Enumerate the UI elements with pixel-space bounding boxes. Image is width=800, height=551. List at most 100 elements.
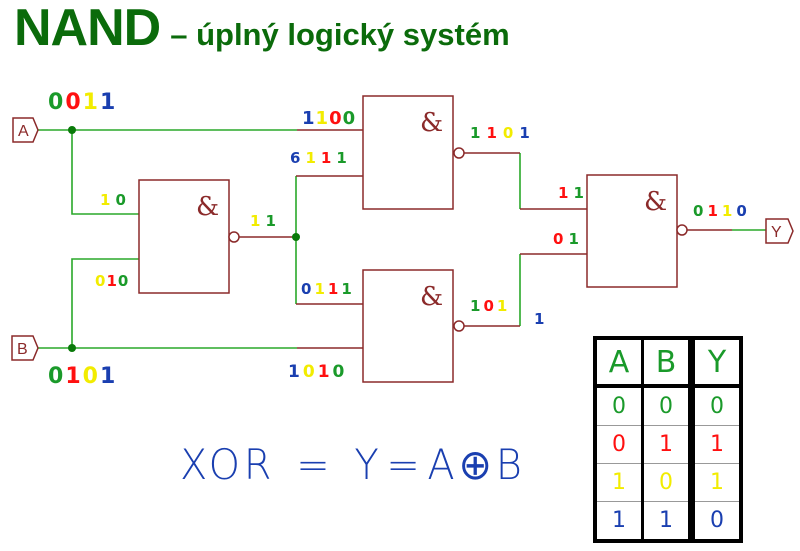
value-digit: 0 <box>117 272 130 290</box>
value-label-g2-in1: 1100 <box>302 110 356 128</box>
value-label-g3-in2: 1010 <box>288 364 347 381</box>
value-label-a: 0011 <box>48 92 117 114</box>
value-digit: 0 <box>82 364 100 389</box>
truth-table-cell: 1 <box>691 425 742 464</box>
value-digit: 1 <box>305 149 321 167</box>
inversion-bubble <box>676 224 688 236</box>
truth-table-cell: 1 <box>641 425 695 464</box>
value-digit: 1 <box>336 149 352 167</box>
value-digit: 1 <box>250 212 266 230</box>
value-digit: 1 <box>558 184 574 202</box>
nand-gate-4: & <box>586 174 688 288</box>
value-digit: 1 <box>317 362 333 382</box>
value-label-g3-out-extra: 1 <box>534 312 549 327</box>
truth-table-cell: 0 <box>593 385 644 426</box>
value-digit: 1 <box>315 108 330 129</box>
inversion-bubble <box>453 147 465 159</box>
value-digit: 1 <box>106 272 118 290</box>
value-label-b: 0101 <box>48 366 117 388</box>
xor-formula: XOR=Y=A⊕B <box>180 440 547 489</box>
output-tag-y: Y <box>765 218 794 244</box>
value-label-g1-out: 11 <box>250 214 281 229</box>
inversion-bubble <box>228 231 240 243</box>
title-main: NAND <box>14 0 161 57</box>
green-wires <box>38 129 766 349</box>
value-digit: 0 <box>329 108 343 129</box>
value-label-g2-out: 1101 <box>470 126 536 141</box>
value-digit: 0 <box>65 90 83 115</box>
value-digit: 1 <box>470 124 487 142</box>
value-digit: 1 <box>470 297 484 315</box>
formula-a-xor-b: A⊕B <box>427 440 526 489</box>
truth-table-cell: 1 <box>691 463 742 502</box>
value-digit: 1 <box>288 362 303 382</box>
value-digit: 1 <box>320 149 337 167</box>
svg-text:A: A <box>18 123 29 140</box>
value-digit: 0 <box>115 191 131 209</box>
value-digit: 0 <box>502 124 520 142</box>
value-label-g1-in2: 010 <box>95 274 129 289</box>
inversion-bubble <box>453 320 465 332</box>
truth-table-cell: 1 <box>641 501 695 542</box>
value-digit: 6 <box>290 149 306 167</box>
title-subtitle: – úplný logický systém <box>170 17 510 52</box>
truth-table-cell: 1 <box>593 501 644 542</box>
value-digit: 1 <box>65 364 83 389</box>
formula-xor: XOR <box>180 440 276 489</box>
value-digit: 1 <box>534 310 550 328</box>
red-wires <box>239 129 732 349</box>
truth-table-cell: 1 <box>593 463 644 502</box>
page-title: NAND – úplný logický systém <box>14 0 510 58</box>
value-digit: 1 <box>496 297 511 315</box>
input-tag-b: B <box>11 335 39 361</box>
value-digit: 0 <box>736 202 751 220</box>
junction-b <box>68 344 76 352</box>
truth-table-cell: 0 <box>691 501 742 542</box>
svg-text:B: B <box>17 341 28 358</box>
value-digit: 0 <box>48 364 66 389</box>
svg-text:&: & <box>420 282 443 312</box>
value-digit: 1 <box>100 191 116 209</box>
value-digit: 0 <box>301 280 315 298</box>
value-digit: 1 <box>314 280 328 298</box>
value-digit: 0 <box>95 272 107 290</box>
nand-gate-1: & <box>138 179 240 294</box>
value-digit: 1 <box>568 230 584 248</box>
input-tag-a: A <box>12 117 39 143</box>
svg-text:&: & <box>196 192 219 222</box>
svg-text:&: & <box>420 108 443 138</box>
value-label-g4-in1: 11 <box>558 186 589 201</box>
value-digit: 0 <box>483 297 497 315</box>
value-digit: 1 <box>519 124 536 142</box>
truth-table-cell: 0 <box>691 385 742 426</box>
nand-gate-2: & <box>362 95 465 210</box>
header-b: B <box>641 337 695 388</box>
value-digit: 1 <box>707 202 722 220</box>
value-digit: 0 <box>342 108 357 129</box>
value-digit: 1 <box>341 280 355 298</box>
truth-table-header: A B Y <box>593 337 742 388</box>
value-digit: 0 <box>332 362 348 382</box>
value-digit: 1 <box>99 90 118 115</box>
value-digit: 1 <box>486 124 503 142</box>
junction-g1-out <box>292 233 300 241</box>
value-digit: 0 <box>553 230 569 248</box>
value-label-g3-in1: 0111 <box>301 282 355 297</box>
value-label-g3-out: 101 <box>470 299 510 314</box>
value-label-g4-in2: 01 <box>553 232 584 247</box>
value-digit: 0 <box>302 362 318 382</box>
formula-y: Y <box>354 440 383 489</box>
value-digit: 1 <box>327 280 342 298</box>
header-a: A <box>593 337 644 388</box>
formula-equals-1: = <box>296 440 334 489</box>
svg-text:&: & <box>644 187 667 217</box>
value-digit: 1 <box>573 184 589 202</box>
value-digit: 1 <box>99 364 118 389</box>
formula-equals-2: = <box>386 440 424 489</box>
value-label-g1-in1: 10 <box>100 193 131 208</box>
